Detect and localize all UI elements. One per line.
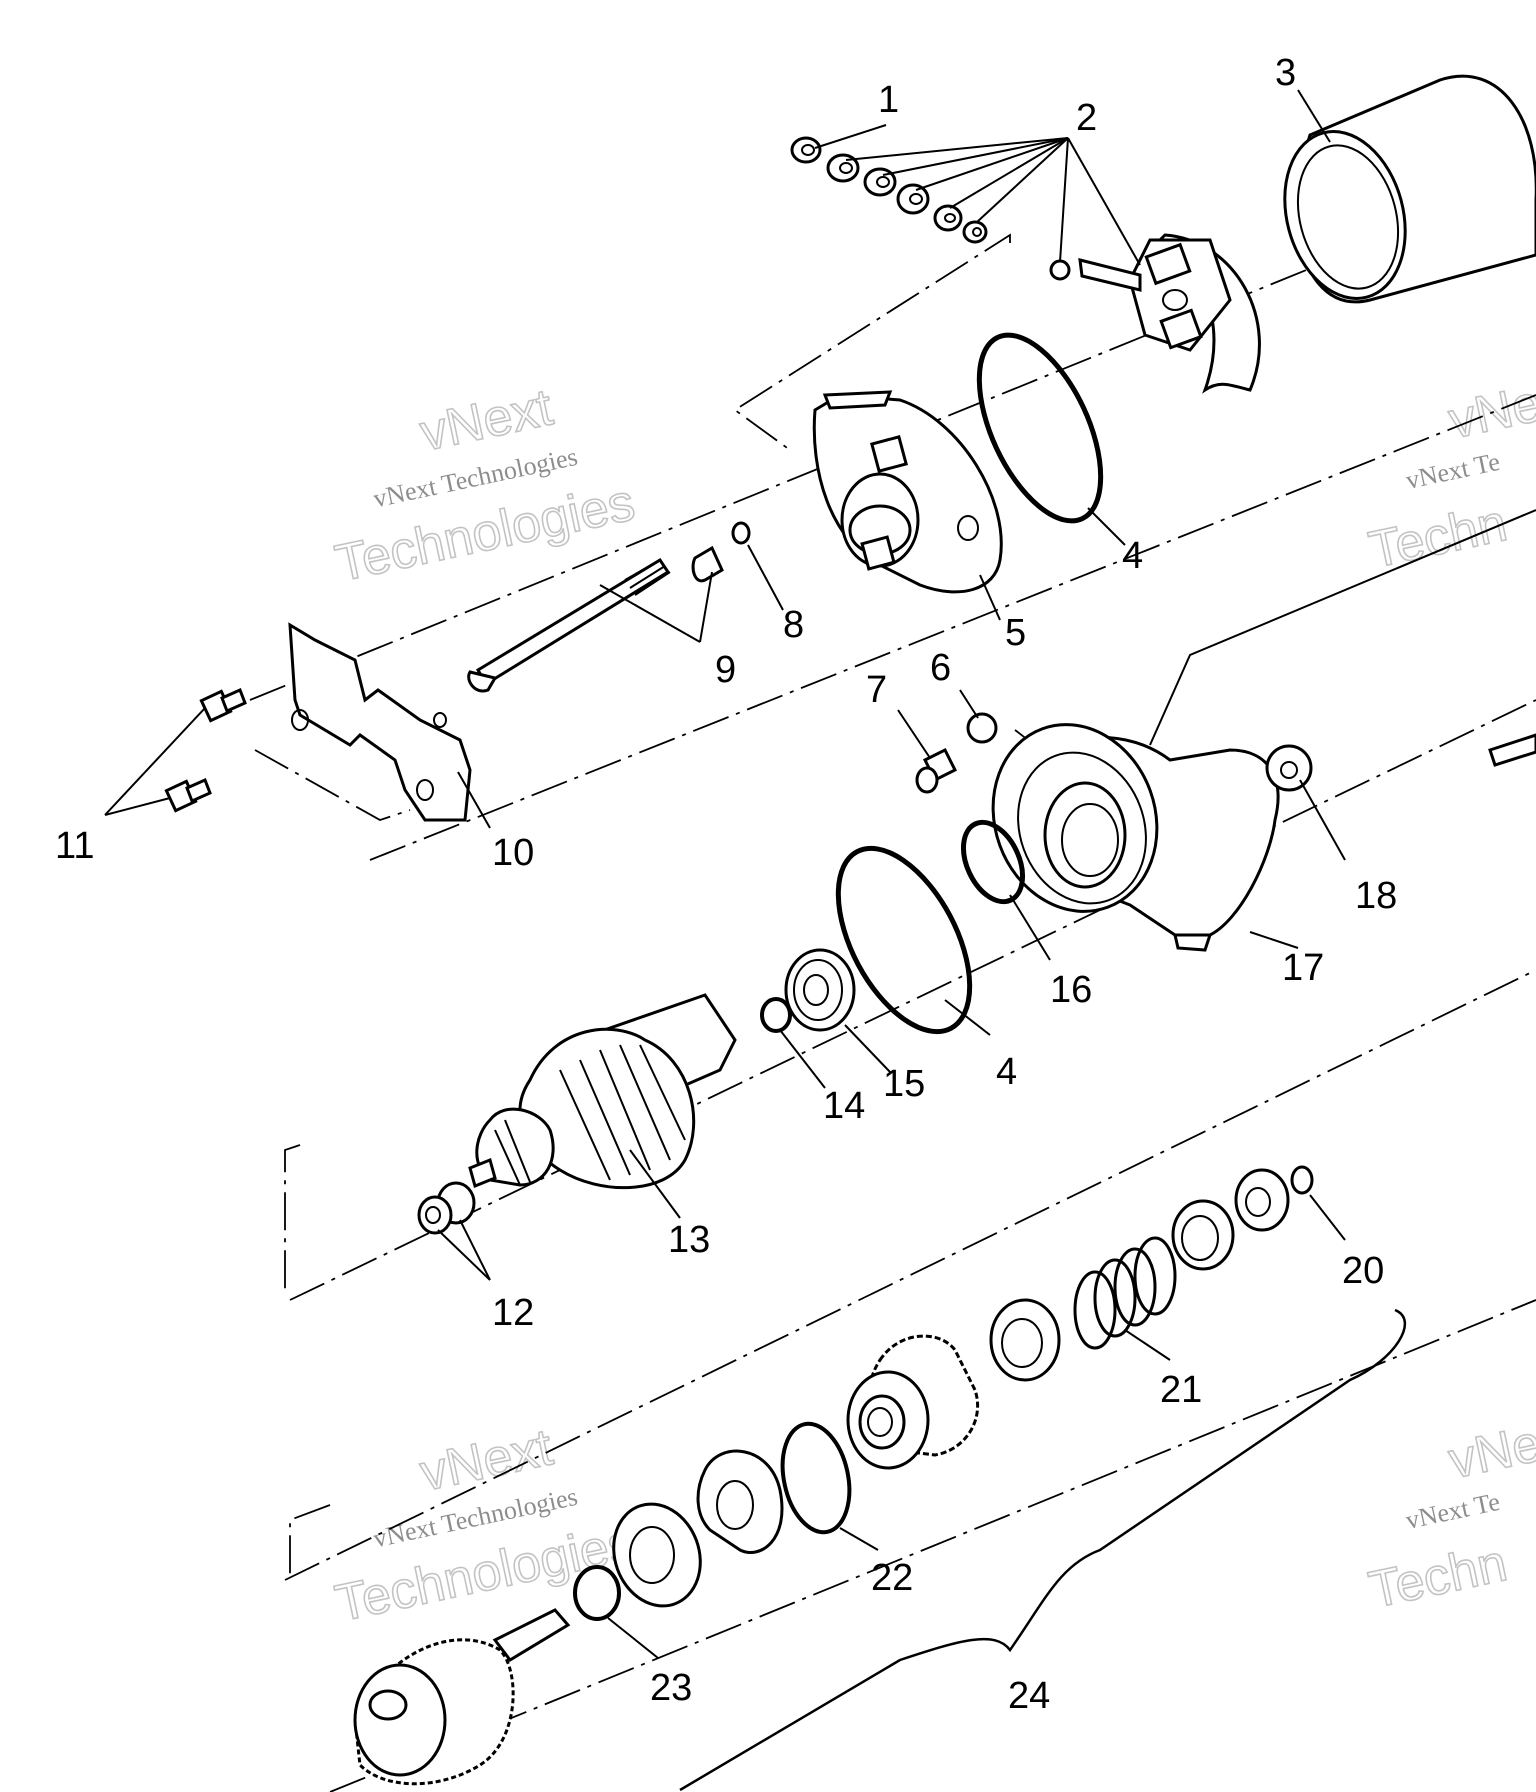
watermark-big-bottom: Techn <box>1364 494 1512 580</box>
callout-labels: 1 2 3 4 5 6 7 8 9 10 11 12 13 14 15 4 16… <box>55 52 1397 1717</box>
o-ring-4-top <box>976 332 1104 524</box>
snap-ring-20 <box>1290 1165 1314 1195</box>
callout-21: 21 <box>1160 1369 1202 1411</box>
armature-13 <box>468 993 737 1190</box>
watermark-group-2: vNe vNext Te Techn <box>1363 374 1536 581</box>
callout-11: 11 <box>55 825 94 867</box>
housing-outline-left <box>284 1144 301 1295</box>
watermark-big-top: vNe <box>1444 374 1536 450</box>
drive-gear-shaft <box>353 1608 571 1786</box>
o-ring-16 <box>960 819 1026 905</box>
callout-22: 22 <box>871 1557 913 1599</box>
callout-2: 2 <box>1076 97 1097 139</box>
brush-holder-plate <box>1078 233 1261 394</box>
nut-1 <box>790 136 822 164</box>
centerline-middle <box>289 699 1536 1301</box>
callout-16: 16 <box>1050 969 1092 1011</box>
callout-3: 3 <box>1275 52 1296 94</box>
bearing-15 <box>784 948 856 1032</box>
callout-10: 10 <box>492 832 534 874</box>
leader-lines <box>104 89 1346 1659</box>
yoke-3 <box>1283 74 1536 304</box>
snap-ring-23 <box>573 1565 621 1621</box>
callout-12: 12 <box>492 1292 534 1334</box>
washer-large <box>612 1502 702 1608</box>
callout-24: 24 <box>1008 1675 1050 1717</box>
ring-22 <box>780 1421 852 1535</box>
watermark-small: vNext Te <box>1403 1487 1502 1535</box>
through-bolt-9 <box>467 545 724 693</box>
callout-4-middle: 4 <box>996 1051 1017 1093</box>
callout-4-top: 4 <box>1122 535 1143 577</box>
collar-20a <box>1234 1168 1290 1232</box>
watermark-group-1: vNext vNext Technologies Technologies <box>330 378 641 595</box>
watermark-big-bottom: Techn <box>1364 1534 1512 1620</box>
centerline-bottom <box>329 1299 1536 1792</box>
bushing-12 <box>417 1181 476 1235</box>
callout-14: 14 <box>823 1085 865 1127</box>
screw-7 <box>915 747 958 794</box>
callout-5: 5 <box>1005 612 1026 654</box>
snap-ring-14 <box>760 997 792 1033</box>
callout-9: 9 <box>715 649 736 691</box>
clutch-plate <box>696 1449 784 1554</box>
brace-24 <box>679 1308 1407 1792</box>
bracket-10 <box>288 622 472 822</box>
washer-18 <box>1265 744 1313 792</box>
drive-outline-left <box>289 1504 331 1580</box>
bracket-outline-top <box>733 233 1011 451</box>
spring-21 <box>1073 1236 1177 1350</box>
bolts-11 <box>164 687 247 813</box>
stud-right <box>1488 733 1536 767</box>
washer-6 <box>966 712 998 744</box>
rear-housing-17 <box>991 723 1280 952</box>
watermark-group-4: vNe vNext Te Techn <box>1363 1414 1536 1621</box>
watermark-big-top: vNe <box>1444 1414 1536 1490</box>
front-cover-5 <box>812 390 1003 594</box>
callout-8: 8 <box>783 604 804 646</box>
watermark-small: vNext Te <box>1403 447 1502 495</box>
watermark-group-3: vNext vNext Technologies Technologies <box>330 1418 641 1635</box>
callout-18: 18 <box>1355 875 1397 917</box>
callout-23: 23 <box>650 1667 692 1709</box>
pinion-gear <box>846 1334 980 1470</box>
centerline-tie-bolt <box>369 394 1536 861</box>
callout-20: 20 <box>1342 1250 1384 1292</box>
callout-6: 6 <box>930 647 951 689</box>
washer-8 <box>731 521 751 545</box>
sleeve-21a <box>989 1298 1061 1382</box>
sleeve-20b <box>1171 1199 1235 1271</box>
washers-2 <box>826 153 1071 281</box>
callout-1: 1 <box>878 79 899 121</box>
callout-7: 7 <box>866 669 887 711</box>
callout-17: 17 <box>1282 947 1324 989</box>
callout-15: 15 <box>883 1063 925 1105</box>
callout-13: 13 <box>668 1219 710 1261</box>
rear-housing-leader <box>1149 509 1536 746</box>
o-ring-4-middle <box>835 845 973 1035</box>
bracket-outline-bolts <box>254 749 411 821</box>
